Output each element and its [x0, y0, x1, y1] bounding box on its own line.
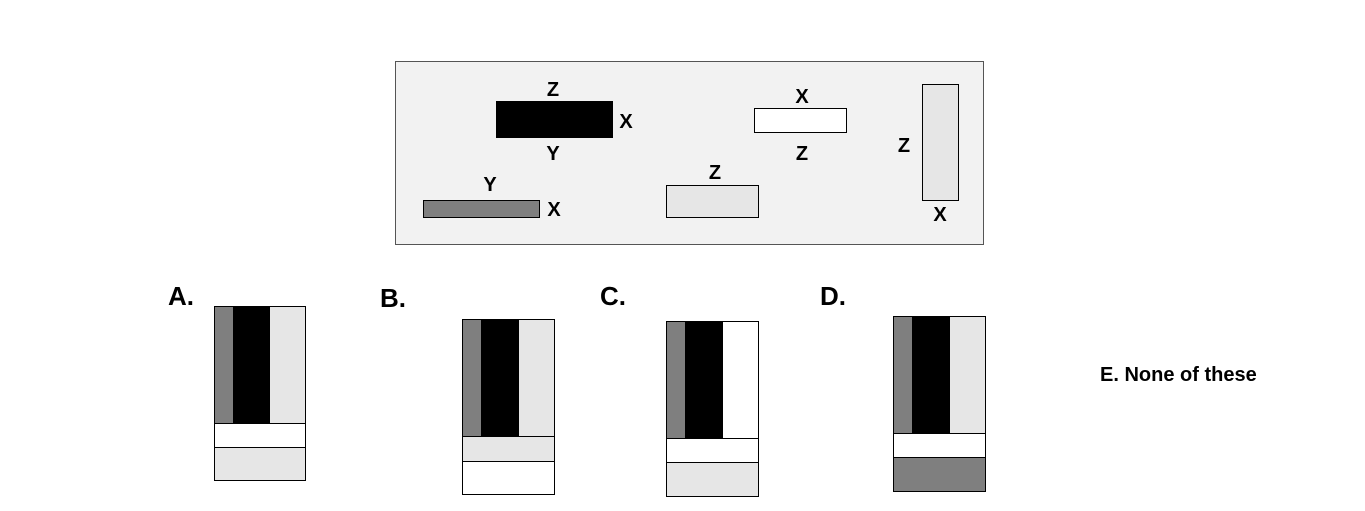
- option-b-dark-column: [463, 320, 481, 436]
- option-b-stack[interactable]: [462, 319, 555, 495]
- option-c-stack[interactable]: [666, 321, 759, 497]
- option-c-black-column: [685, 322, 723, 438]
- option-a-black-column: [233, 307, 270, 423]
- tall-light-block-left-label: Z: [897, 135, 911, 157]
- tall-light-block: [922, 84, 959, 201]
- option-d-white-layer: [894, 433, 985, 458]
- black-block: [496, 101, 613, 138]
- option-e-text[interactable]: E. None of these: [1100, 364, 1257, 386]
- black-block-right-label: X: [619, 111, 633, 133]
- option-a-white-layer: [215, 423, 305, 448]
- black-block-bottom-label: Y: [546, 143, 560, 165]
- white-block-top-label: X: [795, 86, 809, 108]
- white-block: [754, 108, 847, 133]
- option-a-stack[interactable]: [214, 306, 306, 481]
- option-a-light-layer: [215, 448, 305, 480]
- dark-gray-block-top-label: Y: [483, 174, 497, 196]
- white-block-bottom-label: Z: [795, 143, 809, 165]
- light-gray-block-top-label: Z: [708, 162, 722, 184]
- black-block-top-label: Z: [546, 79, 560, 101]
- option-d-black-column: [912, 317, 950, 433]
- option-b-white-layer: [463, 462, 554, 494]
- option-d-dark-column: [894, 317, 912, 433]
- option-a-label: A.: [168, 281, 194, 311]
- option-b-light-column: [519, 320, 554, 436]
- option-d-dark-layer: [894, 458, 985, 491]
- dark-gray-block-right-label: X: [547, 199, 561, 221]
- option-a-light-column: [270, 307, 305, 423]
- tall-light-block-bottom-label: X: [933, 204, 947, 226]
- option-c-dark-column: [667, 322, 685, 438]
- option-b-black-column: [481, 320, 519, 436]
- option-b-label: B.: [380, 283, 406, 313]
- reference-panel: Z Y X X Z Z X Y X Z: [395, 61, 984, 245]
- option-c-white-column: [723, 322, 758, 438]
- option-b-light-layer: [463, 436, 554, 462]
- dark-gray-block: [423, 200, 540, 218]
- option-d-light-column: [950, 317, 985, 433]
- option-a-dark-column: [215, 307, 233, 423]
- option-c-light-layer: [667, 463, 758, 496]
- option-c-label: C.: [600, 281, 626, 311]
- option-d-label: D.: [820, 281, 846, 311]
- option-d-stack[interactable]: [893, 316, 986, 492]
- option-c-white-layer: [667, 438, 758, 463]
- light-gray-block: [666, 185, 759, 218]
